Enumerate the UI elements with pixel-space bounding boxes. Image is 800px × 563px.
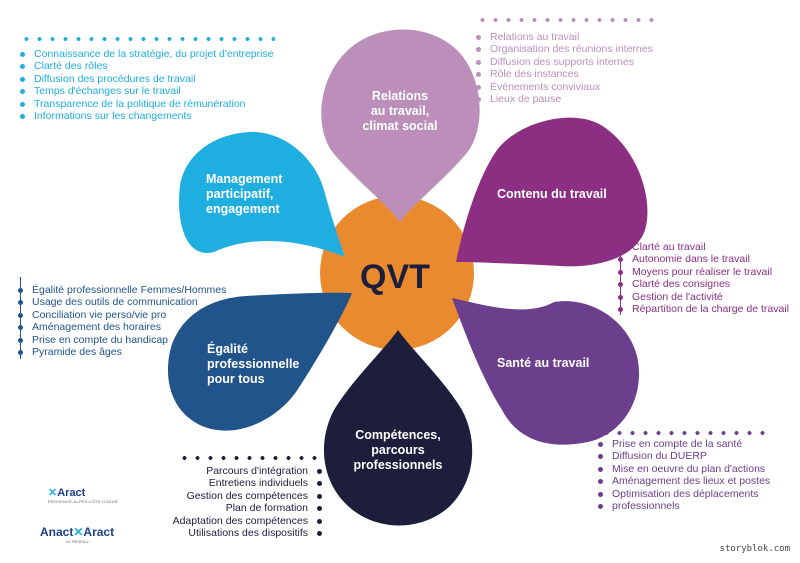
list-item: Organisation des réunions internes bbox=[476, 43, 653, 55]
petal-egalite bbox=[167, 292, 352, 431]
petal-title-relations: Relations au travail, climat social bbox=[362, 89, 438, 133]
list-item: Optimisation des déplacements bbox=[598, 488, 770, 500]
list-item: Adaptation des compétences bbox=[173, 515, 323, 527]
list-competences: Parcours d'intégration Entretiens indivi… bbox=[173, 465, 323, 539]
center-label: QVT bbox=[360, 257, 430, 296]
list-item: Gestion de l'activité bbox=[618, 291, 789, 303]
dotted-line-management bbox=[20, 37, 275, 41]
list-item: Aménagement des horaires bbox=[18, 321, 226, 333]
list-item: Rôle des instances bbox=[476, 68, 653, 80]
dotted-line-competences bbox=[178, 456, 323, 460]
list-item: Moyens pour réaliser le travail bbox=[618, 266, 789, 278]
list-item: Répartition de la charge de travail bbox=[618, 303, 789, 315]
list-item: Clarté des rôles bbox=[20, 60, 274, 72]
list-item: Relations au travail bbox=[476, 31, 653, 43]
list-item: professionnels bbox=[598, 500, 770, 512]
list-item: Parcours d'intégration bbox=[173, 465, 323, 477]
petal-contenu bbox=[456, 117, 648, 267]
list-item: Informations sur les changements bbox=[20, 110, 274, 122]
petal-title-management: Management participatif, engagement bbox=[206, 172, 283, 216]
anact-logo-label: Anact bbox=[40, 525, 74, 539]
anact-logo-subtitle: LE RÉSEAU bbox=[66, 539, 89, 544]
aract-logo-subtitle: PROVENCE-ALPES-CÔTE D'AZUR bbox=[48, 499, 118, 504]
list-item: Prise en compte de la santé bbox=[598, 438, 770, 450]
list-item: Autonomie dans le travail bbox=[618, 253, 789, 265]
list-item: Lieux de pause bbox=[476, 93, 653, 105]
dotted-line-sante bbox=[600, 431, 770, 435]
list-item: Diffusion du DUERP bbox=[598, 450, 770, 462]
petal-title-contenu: Contenu du travail bbox=[497, 187, 607, 201]
petal-competences bbox=[323, 330, 473, 526]
list-item: Clarté des consignes bbox=[618, 278, 789, 290]
petal-relations bbox=[321, 29, 480, 222]
list-item: Clarté au travail bbox=[618, 241, 789, 253]
list-item: Temps d'échanges sur le travail bbox=[20, 85, 274, 97]
list-item: Prise en compte du handicap bbox=[18, 334, 226, 346]
anact-logo-label-right: Aract bbox=[83, 525, 115, 539]
petal-management bbox=[179, 131, 345, 257]
anact-aract-logo: Anact✕Aract LE RÉSEAU bbox=[40, 525, 114, 544]
list-item: Utilisations des dispositifs bbox=[173, 527, 323, 539]
list-item: Aménagement des lieux et postes bbox=[598, 475, 770, 487]
list-egalite: Égalité professionnelle Femmes/Hommes Us… bbox=[18, 284, 226, 358]
anact-x-icon: ✕ bbox=[73, 525, 84, 539]
center-circle bbox=[320, 196, 474, 350]
list-item: Connaissance de la stratégie, du projet … bbox=[20, 48, 274, 60]
list-item: Pyramide des âges bbox=[18, 346, 226, 358]
petal-title-egalite: Égalité professionnelle pour tous bbox=[207, 342, 300, 386]
aract-logo: ✕Aract PROVENCE-ALPES-CÔTE D'AZUR bbox=[48, 486, 118, 504]
list-item: Diffusion des supports internes bbox=[476, 56, 653, 68]
dotted-line-relations bbox=[476, 18, 658, 22]
list-contenu: Clarté au travail Autonomie dans le trav… bbox=[618, 241, 789, 315]
petal-title-sante: Santé au travail bbox=[497, 356, 590, 370]
list-item: Événements conviviaux bbox=[476, 81, 653, 93]
list-item: Mise en oeuvre du plan d'actions bbox=[598, 463, 770, 475]
list-item: Égalité professionnelle Femmes/Hommes bbox=[18, 284, 226, 296]
list-item: Transparence de la politique de rémunéra… bbox=[20, 98, 274, 110]
petal-sante bbox=[452, 298, 640, 445]
list-item: Conciliation vie perso/vie pro bbox=[18, 309, 226, 321]
petal-title-competences: Compétences, parcours professionnels bbox=[353, 428, 443, 472]
list-sante: Prise en compte de la santé Diffusion du… bbox=[598, 438, 770, 512]
list-item: Plan de formation bbox=[173, 502, 323, 514]
list-relations: Relations au travail Organisation des ré… bbox=[476, 31, 653, 105]
list-item: Diffusion des procédures de travail bbox=[20, 73, 274, 85]
list-item: Usage des outils de communication bbox=[18, 296, 226, 308]
list-item: Entretiens individuels bbox=[173, 477, 323, 489]
list-item: Gestion des compétences bbox=[173, 490, 323, 502]
aract-x-icon: ✕ bbox=[48, 487, 58, 499]
watermark: storyblok.com bbox=[719, 544, 790, 554]
list-management: Connaissance de la stratégie, du projet … bbox=[20, 48, 274, 122]
aract-logo-label: Aract bbox=[57, 487, 86, 499]
